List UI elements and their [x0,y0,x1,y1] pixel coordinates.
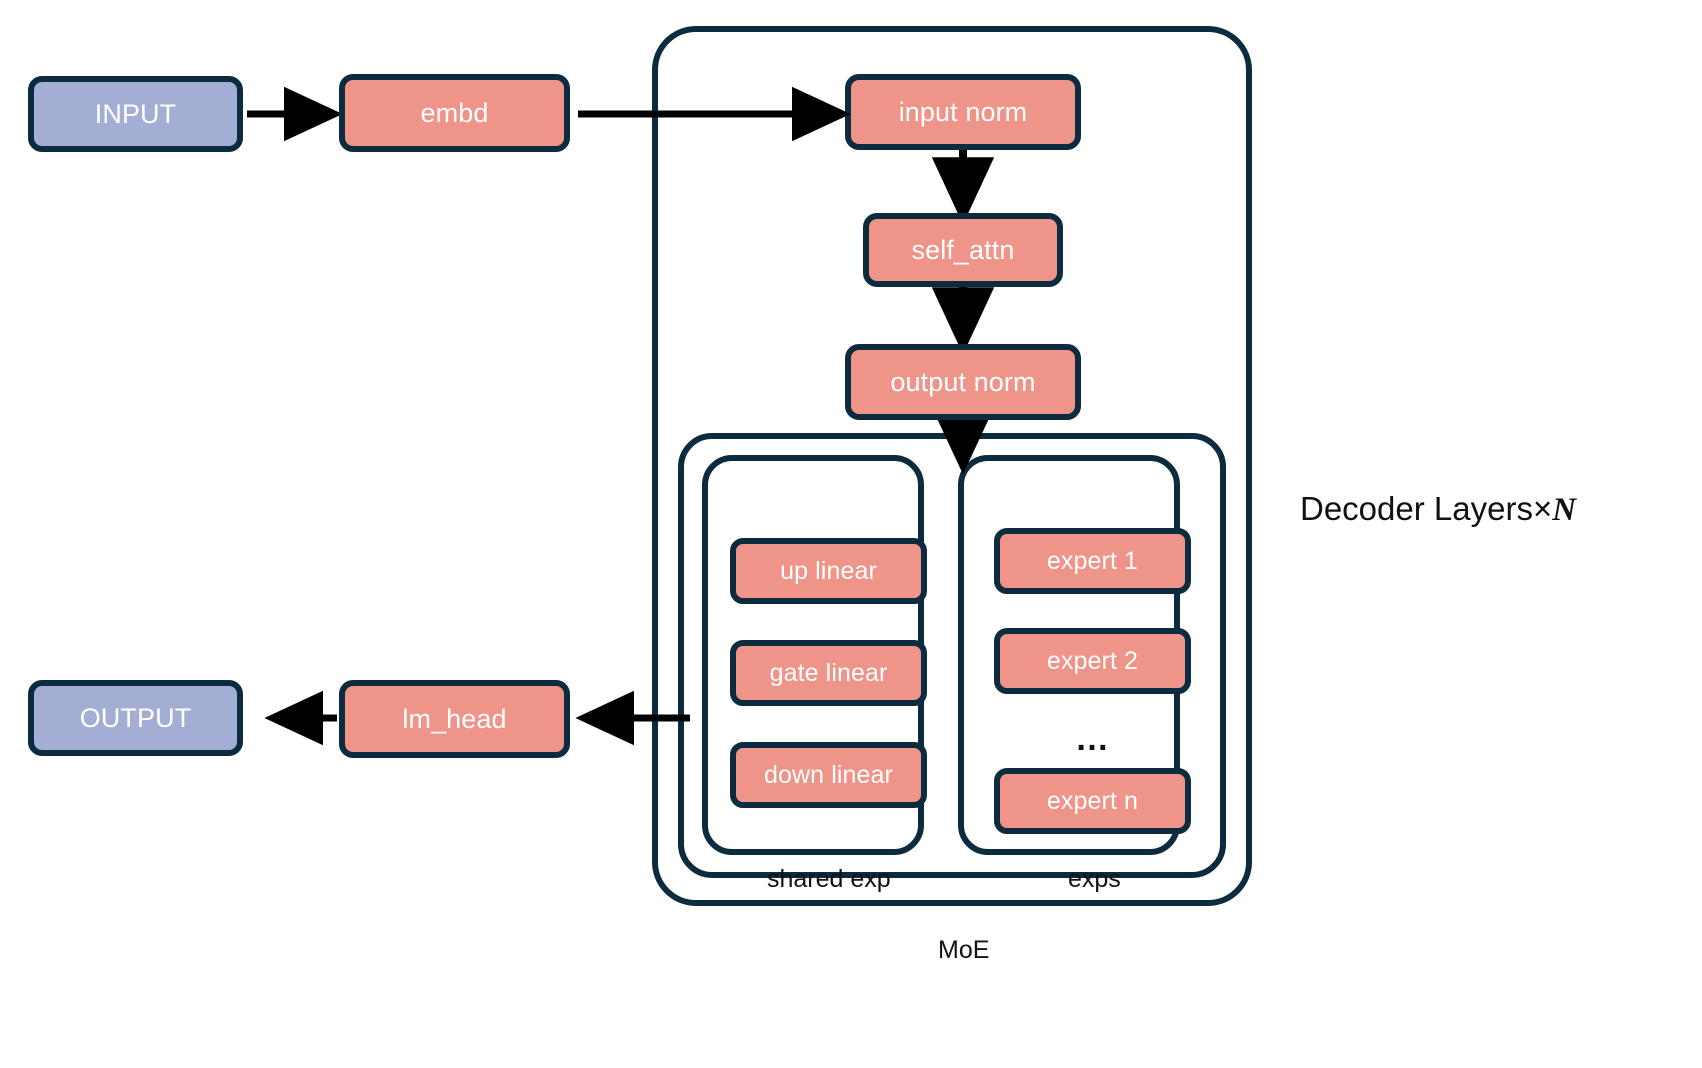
node-gate-linear[interactable]: gate linear [730,640,927,706]
node-input-norm-label: input norm [898,96,1028,127]
node-expert-n[interactable]: expert n [994,768,1191,834]
decoder-layers-container [652,26,1252,906]
node-self-attn-label: self_attn [911,234,1015,265]
node-input[interactable]: INPUT [28,76,243,152]
node-output-norm-label: output norm [890,366,1036,397]
decoder-layers-count: N [1552,492,1577,528]
node-up-linear[interactable]: up linear [730,538,927,604]
node-output[interactable]: OUTPUT [28,680,243,756]
node-output-label: OUTPUT [79,702,192,733]
node-lm-head-label: lm_head [402,703,507,734]
node-input-norm[interactable]: input norm [845,74,1081,150]
node-lm-head[interactable]: lm_head [339,680,570,758]
node-input-label: INPUT [94,98,177,129]
node-down-linear[interactable]: down linear [730,742,927,808]
node-down-linear-label: down linear [764,760,893,789]
node-expert-n-label: expert n [1046,786,1139,815]
node-expert-2[interactable]: expert 2 [994,628,1191,694]
shared-expert-label: shared exp [767,865,891,893]
experts-label: exps [1068,865,1121,893]
node-up-linear-label: up linear [780,556,877,585]
node-expert-2-label: expert 2 [1046,646,1139,675]
node-embd[interactable]: embd [339,74,570,152]
node-output-norm[interactable]: output norm [845,344,1081,420]
experts-ellipsis: … [1075,720,1111,758]
node-embd-label: embd [420,97,489,128]
node-expert-1-label: expert 1 [1046,546,1139,575]
node-expert-1[interactable]: expert 1 [994,528,1191,594]
node-gate-linear-label: gate linear [769,658,888,687]
decoder-layers-side-label: Decoder Layers×N [1300,492,1576,527]
node-self-attn[interactable]: self_attn [863,213,1063,287]
moe-label: MoE [938,936,990,964]
decoder-layers-prefix: Decoder Layers× [1300,490,1553,527]
